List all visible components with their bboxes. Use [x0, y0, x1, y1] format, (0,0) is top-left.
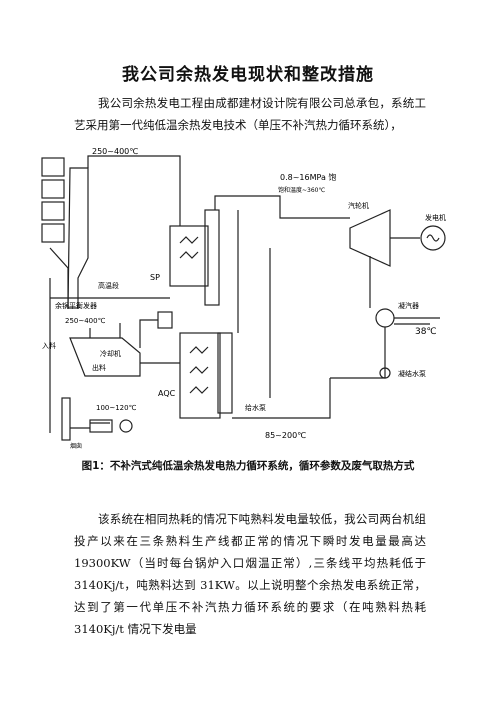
label-cooling-temp: 38℃ — [415, 327, 437, 337]
preheater-cyclone-1 — [41, 157, 65, 177]
label-feed-pump: 给水泵 — [245, 403, 266, 412]
label-steam-temp: 饱和温度~360℃ — [278, 186, 325, 194]
main-steam-line — [214, 195, 350, 219]
clinker-cooler — [69, 337, 141, 377]
sp-boiler — [169, 225, 209, 287]
label-sp: SP — [150, 273, 160, 282]
aqc-boiler-drum — [217, 332, 233, 414]
dust-collector — [119, 419, 133, 433]
condenser-symbol — [375, 308, 395, 328]
label-outlet-material: 出料 — [92, 363, 106, 372]
turbine-body — [349, 209, 391, 267]
label-aqc: AQC — [158, 389, 176, 398]
hot-gas-line — [87, 155, 181, 226]
label-temp-top: 250~400℃ — [92, 148, 138, 156]
intro-paragraph: 我公司余热发电工程由成都建材设计院有限公司总承包，系统工艺采用第一代纯低温余热发… — [74, 96, 426, 132]
sp-boiler-drum — [204, 209, 220, 306]
label-feed-deaerator: 余锅平衡发器 — [55, 301, 97, 310]
thermal-cycle-diagram: 250~400℃ 0.8~16MPa 饱 饱和温度~360℃ 汽轮机 发电机 凝… — [41, 148, 446, 450]
generator-symbol — [420, 225, 446, 251]
label-boiler-drum: 高温段 — [98, 281, 119, 290]
condensate-pump-symbol — [379, 367, 391, 379]
page-title: 我公司余热发电现状和整改措施 — [122, 65, 374, 85]
aqc-duct — [157, 311, 173, 329]
preheater-cyclone-2 — [41, 179, 65, 199]
body-paragraph: 该系统在相同热耗的情况下吨熟料发电量较低，我公司两台机组投产以来在三条熟料生产线… — [74, 512, 426, 636]
label-temp-low: 100~120℃ — [96, 404, 137, 412]
aqc-boiler — [179, 332, 221, 419]
label-generator: 发电机 — [425, 213, 446, 222]
preheater-duct — [67, 167, 89, 309]
label-cooler: 冷却机 — [100, 349, 121, 358]
label-temp-mid: 250~400℃ — [65, 317, 106, 325]
label-feed-temp: 85~200℃ — [265, 431, 306, 440]
exhaust-fan — [89, 419, 113, 433]
label-condensate-pump: 凝结水泵 — [398, 369, 426, 378]
preheater-cyclone-3 — [41, 201, 65, 221]
label-condenser: 凝汽器 — [398, 301, 419, 310]
label-chimney: 烟囱 — [70, 442, 82, 450]
figure-caption: 图1：不补汽式纯低温余热发电热力循环系统，循环参数及废气取热方式 — [81, 460, 415, 472]
preheater-cyclone-4 — [41, 223, 65, 243]
chimney — [61, 397, 71, 441]
label-pressure: 0.8~16MPa 饱 — [280, 172, 336, 182]
label-turbine: 汽轮机 — [348, 201, 369, 210]
label-inlet-material: 入料 — [42, 341, 56, 350]
